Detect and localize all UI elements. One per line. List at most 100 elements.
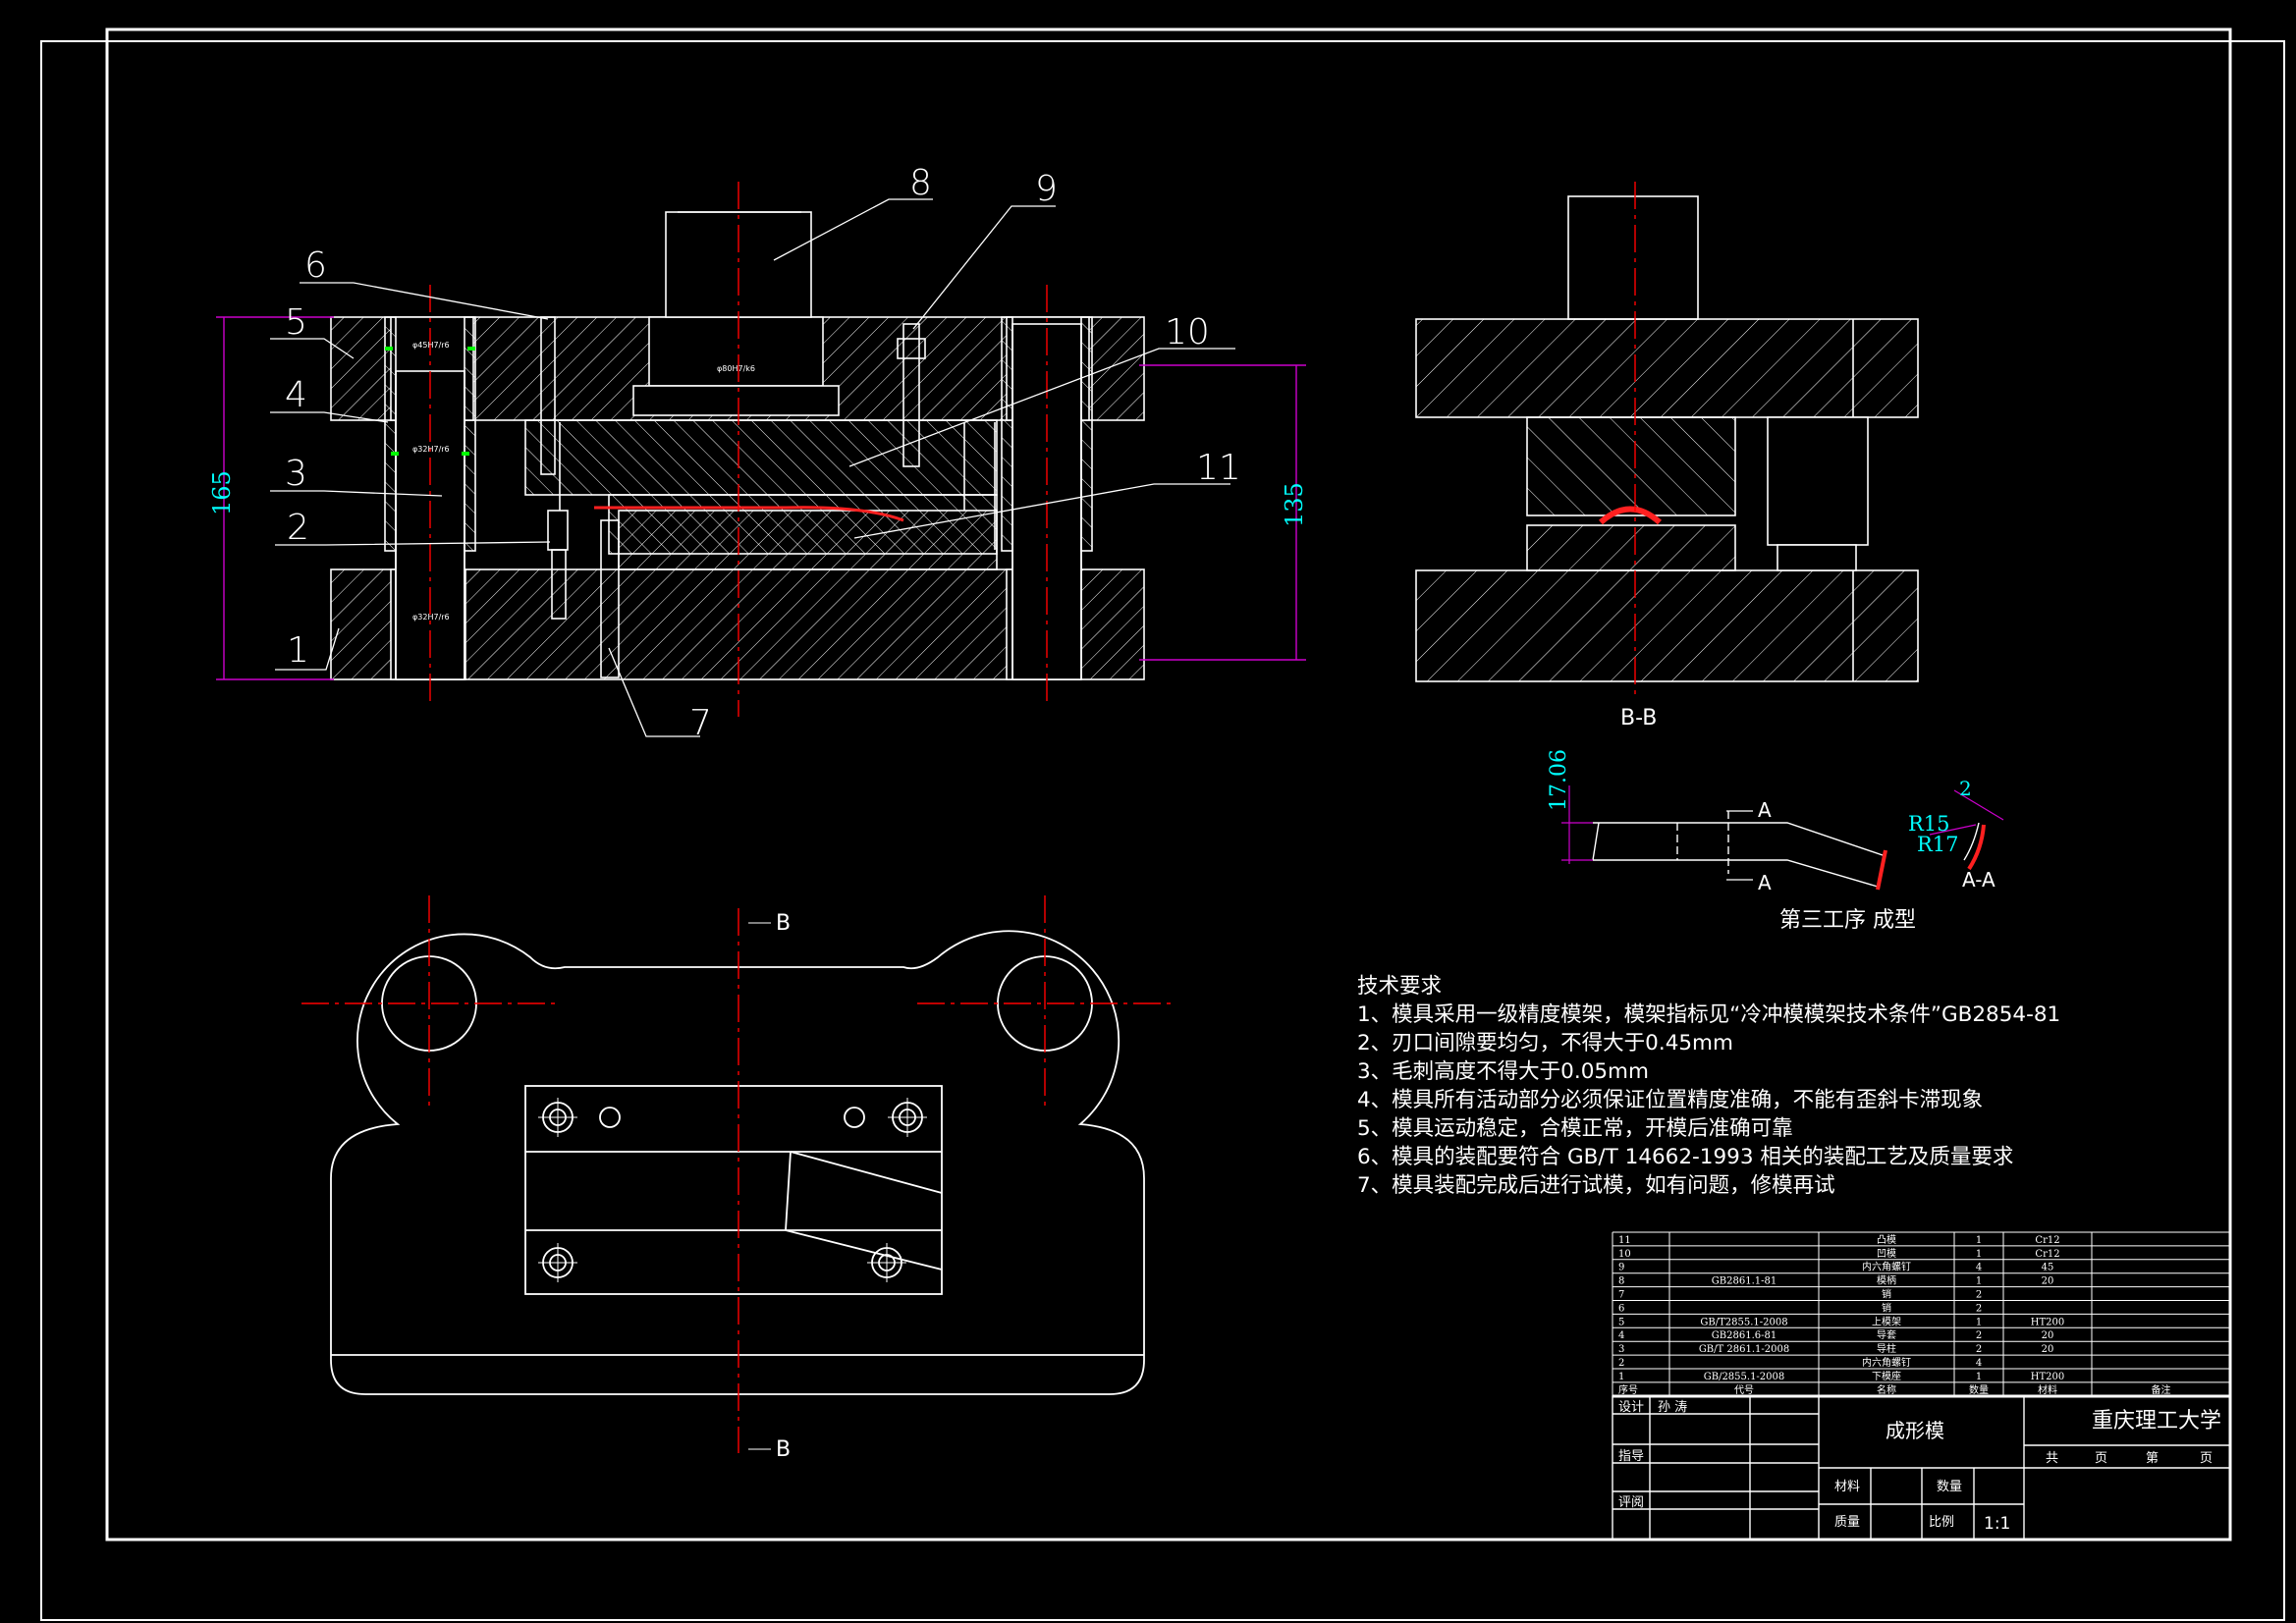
bom-cell: GB/2855.1-2008 bbox=[1704, 1372, 1785, 1382]
designer: 孙 涛 bbox=[1658, 1399, 1687, 1415]
process-sketch bbox=[1592, 811, 1980, 888]
bb-section-view bbox=[1415, 195, 1919, 682]
bom-cell: GB/T2855.1-2008 bbox=[1700, 1317, 1787, 1327]
bom-cell: 3 bbox=[1618, 1344, 1624, 1355]
bom-cell: 7 bbox=[1618, 1290, 1624, 1301]
bom-cell: 1 bbox=[1976, 1372, 1982, 1382]
bom-header-cell: 备注 bbox=[2152, 1383, 2171, 1396]
sheet-total-label: 共 bbox=[2046, 1451, 2058, 1466]
callout-9: 9 bbox=[1035, 169, 1058, 209]
plan-view bbox=[330, 930, 1145, 1395]
bom-cell: 下模座 bbox=[1872, 1370, 1901, 1382]
bom-cell: 2 bbox=[1976, 1303, 1982, 1314]
weight-label: 质量 bbox=[1834, 1515, 1860, 1530]
dimension-lines bbox=[216, 316, 1306, 680]
process-caption: 第三工序 成型 bbox=[1779, 908, 1916, 933]
tech-item-3: 3、毛刺高度不得大于0.05mm bbox=[1357, 1059, 1649, 1084]
fit-marks bbox=[385, 347, 475, 456]
bom-cell: 2 bbox=[1618, 1358, 1624, 1369]
part-name: 成形模 bbox=[1886, 1419, 1944, 1442]
bom-header-cell: 序号 bbox=[1618, 1383, 1638, 1396]
aa-profile bbox=[1967, 824, 1986, 871]
tech-item-4: 4、模具所有活动部分必须保证位置精度准确，不能有歪斜卡滞现象 bbox=[1357, 1088, 1984, 1112]
bom-cell: Cr12 bbox=[2035, 1235, 2059, 1246]
centerlines-front bbox=[429, 182, 1048, 717]
bom-cell: 2 bbox=[1976, 1330, 1982, 1341]
bom-cell: 销 bbox=[1882, 1301, 1891, 1314]
scale-value: 1:1 bbox=[1984, 1514, 2010, 1534]
callout-4: 4 bbox=[285, 375, 307, 415]
dim-165: 165 bbox=[208, 470, 236, 515]
bom-cell: Cr12 bbox=[2035, 1249, 2059, 1260]
callout-numbers: 1 2 3 4 5 6 7 8 9 10 11 bbox=[285, 163, 1241, 743]
design-label: 设计 bbox=[1618, 1400, 1644, 1415]
formed-part-front bbox=[594, 506, 904, 522]
inner-border bbox=[105, 27, 2232, 1542]
tech-item-2: 2、刃口间隙要均匀，不得大于0.45mm bbox=[1357, 1031, 1733, 1055]
dim-135: 135 bbox=[1281, 482, 1308, 527]
cut-label-bottom: B bbox=[776, 1437, 791, 1462]
title-block-text: 设计 孙 涛 指导 评阅 成形模 重庆理工大学 共 页 第 页 材料 数量 质量… bbox=[1618, 1399, 2221, 1534]
bom-cell: 2 bbox=[1976, 1344, 1982, 1355]
aa-label: A-A bbox=[1962, 868, 1995, 892]
dim-r17: R17 bbox=[1917, 833, 1959, 856]
bom-cell: 导套 bbox=[1877, 1328, 1896, 1341]
guide-label: 指导 bbox=[1618, 1449, 1644, 1464]
callout-1: 1 bbox=[287, 630, 309, 671]
callout-8: 8 bbox=[909, 163, 932, 203]
callout-6: 6 bbox=[304, 245, 327, 286]
callout-10: 10 bbox=[1165, 312, 1210, 352]
review-label: 评阅 bbox=[1618, 1495, 1644, 1510]
callout-3: 3 bbox=[285, 454, 307, 494]
a-arrows bbox=[1726, 810, 1753, 881]
fit-label-1: φ45H7/r6 bbox=[412, 341, 450, 350]
centerlines-plan bbox=[301, 895, 1173, 1453]
tech-item-5: 5、模具运动稳定，合模正常，开模后准确可靠 bbox=[1357, 1116, 1793, 1141]
plan-small-centers bbox=[538, 922, 927, 1450]
title-block bbox=[1612, 1394, 2231, 1541]
bom-cell: 导柱 bbox=[1877, 1342, 1896, 1355]
tech-item-1: 1、模具采用一级精度模架，模架指标见“冷冲模模架技术条件”GB2854-81 bbox=[1357, 1002, 2061, 1027]
bom-cell: 5 bbox=[1618, 1317, 1624, 1327]
bom-cell: 凸模 bbox=[1877, 1234, 1896, 1246]
bom-header-cell: 代号 bbox=[1734, 1384, 1754, 1396]
dim-r15: R15 bbox=[1908, 812, 1950, 836]
process-part-edge bbox=[1876, 849, 1887, 891]
callout-2: 2 bbox=[287, 508, 309, 548]
tech-title: 技术要求 bbox=[1357, 974, 1443, 999]
callout-7: 7 bbox=[689, 703, 712, 743]
a-mark-top: A bbox=[1758, 798, 1772, 822]
scale-label: 比例 bbox=[1929, 1515, 1954, 1530]
front-section-view bbox=[330, 211, 1145, 680]
bom-cell: 内六角螺钉 bbox=[1862, 1356, 1911, 1369]
bom-cell: GB/T 2861.1-2008 bbox=[1699, 1344, 1789, 1355]
bom-cell: 1 bbox=[1976, 1317, 1982, 1327]
dim-1706: 17.06 bbox=[1547, 749, 1571, 811]
fit-label-2: φ32H7/r6 bbox=[412, 445, 450, 454]
bom-cell: 8 bbox=[1618, 1276, 1624, 1287]
bom-cell: 上模架 bbox=[1872, 1316, 1901, 1327]
bom-header-cell: 名称 bbox=[1877, 1383, 1896, 1396]
bom-header-cell: 材料 bbox=[2038, 1383, 2057, 1396]
tech-item-6: 6、模具的装配要符合 GB/T 14662-1993 相关的装配工艺及质量要求 bbox=[1357, 1145, 2014, 1169]
bom-cell: HT200 bbox=[2031, 1317, 2064, 1327]
bom-header-cell: 数量 bbox=[1969, 1383, 1989, 1396]
section-label-bb: B-B bbox=[1620, 706, 1657, 730]
bom-cell: 20 bbox=[2042, 1344, 2054, 1355]
formed-part-bb bbox=[1598, 506, 1663, 525]
fit-label-4: φ80H7/k6 bbox=[717, 364, 755, 373]
sheet-no-label: 第 bbox=[2146, 1451, 2159, 1466]
callout-5: 5 bbox=[285, 302, 307, 343]
tech-item-7: 7、模具装配完成后进行试模，如有问题，修模再试 bbox=[1357, 1173, 1835, 1198]
bom-cell: HT200 bbox=[2031, 1372, 2064, 1382]
qty-label: 数量 bbox=[1937, 1480, 1962, 1494]
bom-cell: 内六角螺钉 bbox=[1862, 1261, 1911, 1273]
bom-cell: 20 bbox=[2042, 1276, 2054, 1287]
bom-cell: 1 bbox=[1618, 1372, 1624, 1382]
bom-cell: 11 bbox=[1618, 1235, 1631, 1246]
bom-cell: 20 bbox=[2042, 1330, 2054, 1341]
material-label: 材料 bbox=[1834, 1480, 1860, 1494]
fit-labels: φ45H7/r6 φ32H7/r6 φ32H7/r6 φ80H7/k6 bbox=[412, 341, 755, 622]
